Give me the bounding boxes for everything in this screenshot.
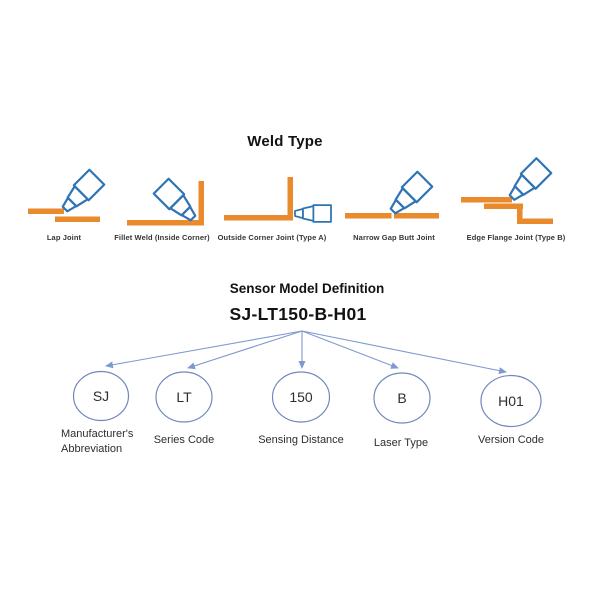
code-circle-150 <box>271 371 331 423</box>
segment-code-150: 150 <box>289 389 313 405</box>
workpiece-bar <box>517 218 553 224</box>
segment-code-b: B <box>397 390 407 406</box>
model-breakdown-arrows <box>105 330 507 375</box>
workpiece-bar <box>127 220 204 226</box>
sensor-model-number: SJ-LT150-B-H01 <box>229 304 367 324</box>
workpiece-bar <box>55 216 100 222</box>
segment-meaning-sensing: Sensing Distance <box>258 434 344 446</box>
narrow-gap-butt-joint-icon <box>345 170 439 220</box>
edge-flange-joint-icon <box>461 157 553 224</box>
lap-joint-icon <box>28 168 106 222</box>
workpiece-bar <box>484 203 523 209</box>
welding-torch-icon <box>56 168 106 218</box>
joint-label-narrow-gap: Narrow Gap Butt Joint <box>353 233 435 242</box>
workpiece-bar <box>28 208 64 214</box>
code-circles <box>72 370 542 428</box>
weld-type-title: Weld Type <box>247 133 323 150</box>
segment-meaning-series: Series Code <box>153 434 215 446</box>
joint-label-lap: Lap Joint <box>46 233 82 242</box>
code-circle-lt <box>155 371 213 423</box>
workpiece-bar <box>517 203 523 224</box>
segment-meaning-laser: Laser Type <box>373 437 429 449</box>
joint-label-fillet: Fillet Weld (Inside Corner) <box>114 233 210 242</box>
segment-code-h01: H01 <box>498 393 524 409</box>
arrow <box>301 330 507 375</box>
code-circle-b <box>373 372 431 424</box>
arrow <box>301 330 399 369</box>
segment-meaning-manufacturer: Manufacturer's Abbreviation <box>61 428 134 455</box>
segment-meaning-version: Version Code <box>477 434 545 446</box>
welding-torch-icon <box>294 204 332 223</box>
fillet-weld-icon <box>127 177 204 227</box>
workpiece-bar <box>198 181 204 226</box>
workpiece-bar <box>287 177 293 221</box>
arrow <box>187 330 303 370</box>
code-circle-sj <box>72 370 130 422</box>
segment-code-lt: LT <box>176 389 192 405</box>
workpiece-bar <box>461 197 512 203</box>
joint-label-edge-flange: Edge Flange Joint (Type B) <box>466 233 566 242</box>
outside-corner-joint-icon <box>224 177 332 223</box>
welding-torch-icon <box>152 177 202 227</box>
arrow <box>105 330 303 369</box>
welding-torch-icon <box>384 170 434 220</box>
joint-label-outside-corner: Outside Corner Joint (Type A) <box>217 233 327 242</box>
welding-torch-icon <box>503 157 553 207</box>
workpiece-bar <box>394 213 439 219</box>
workpiece-bar <box>224 215 293 221</box>
segment-code-sj: SJ <box>92 388 110 404</box>
code-circle-h01 <box>480 374 542 428</box>
workpiece-bar <box>345 213 392 219</box>
sensor-model-title: Sensor Model Definition <box>229 281 385 296</box>
